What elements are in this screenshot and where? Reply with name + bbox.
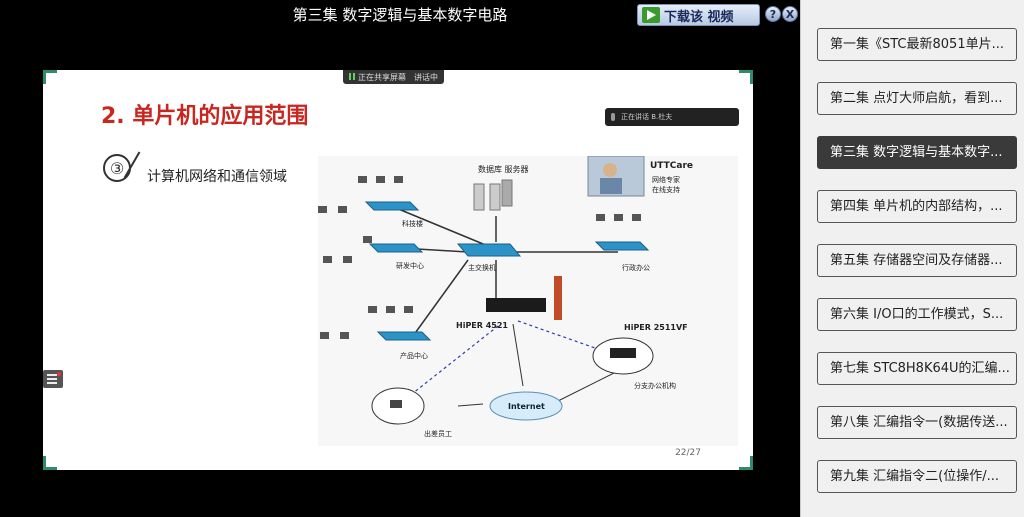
tech-building-label: 科技楼 [402,219,423,228]
help-button[interactable]: ? [765,6,781,22]
pc-group-rd [323,236,372,263]
link [395,207,489,247]
download-video-button[interactable]: 下载该 视频 [637,4,760,26]
video-player[interactable]: 第三集 数字逻辑与基本数字电路 下载该 视频 ? X 正在共享屏幕 讲话中 正在… [0,0,800,517]
uttcare-label: UTTCare [650,161,693,171]
frame-corner [739,70,753,84]
app-server [489,183,501,211]
hiper-4521-router [486,298,546,312]
branch-label: 分支办公机构 [634,381,676,390]
hiper-2511-label: HiPER 2511VF [624,323,688,332]
db-server [473,183,485,211]
close-button[interactable]: X [782,6,798,22]
switch-product [376,331,432,341]
link [512,323,524,387]
switch-rd [368,243,424,253]
link [457,403,484,407]
pc-group-tech [318,176,403,213]
main-switch-label: 主交换机 [468,263,496,272]
episode-sidebar: 第一集《STC最新8051单片... 第二集 点灯大师启航，看到... 第三集 … [800,0,1024,517]
download-label: 下载该 视频 [664,9,734,25]
expert-label: 网络专家 [652,175,680,184]
link [412,259,469,337]
play-icon [642,7,660,23]
switch-admin [594,241,650,251]
speaker-bar: 正在讲话 B.杜夫 [605,108,739,126]
main-switch [456,243,522,257]
episode-item-5[interactable]: 第五集 存储器空间及存储器... [817,244,1017,277]
admin-office-label: 行政办公 [622,263,650,272]
notes-icon[interactable] [43,370,63,388]
share-speaker: 讲话中 [414,72,438,82]
frame-corner [43,70,57,84]
travel-label: 出差员工 [424,429,452,438]
slide-content: 正在共享屏幕 讲话中 正在讲话 B.杜夫 2. 单片机的应用范围 ③ 计算机网络… [43,70,753,470]
internet-label: Internet [508,402,545,411]
support-label: 在线支持 [652,185,680,194]
section-number: ③ [103,154,131,182]
slide-page-number: 22/27 [675,448,701,458]
rd-center-label: 研发中心 [396,261,424,270]
product-center-label: 产品中心 [400,351,428,360]
video-title: 第三集 数字逻辑与基本数字电路 [292,6,508,24]
pc-group-admin [596,214,641,221]
screen-share-bar: 正在共享屏幕 讲话中 [343,70,444,84]
switch-tech [364,201,420,211]
internet-cloud [489,391,563,421]
frame-corner [739,456,753,470]
episode-item-8[interactable]: 第八集 汇编指令一(数据传送... [817,406,1017,439]
pc-group-product [320,306,413,339]
episode-item-9[interactable]: 第九集 汇编指令二(位操作/... [817,460,1017,493]
vpn-link [402,325,499,402]
share-status: 正在共享屏幕 [358,72,406,82]
hiper-4521-label: HiPER 4521 [456,321,508,330]
episode-list: 第一集《STC最新8051单片... 第二集 点灯大师启航，看到... 第三集 … [801,0,1024,493]
link [557,370,619,402]
frame-corner [43,456,57,470]
db-server-label: 数据库 服务器 [478,164,529,174]
network-diagram: 数据库 服务器 UTTCare 网络专家 在线支持 科技楼 研发中心 主交换机 … [318,156,738,446]
slide-heading: 2. 单片机的应用范围 [101,104,309,129]
slide-subtitle: 计算机网络和通信领域 [147,169,287,185]
firewall [554,276,562,320]
episode-item-7[interactable]: 第七集 STC8H8K64U的汇编... [817,352,1017,385]
signal-icon [349,72,355,80]
episode-item-6[interactable]: 第六集 I/O口的工作模式，S... [817,298,1017,331]
mic-icon [611,113,615,121]
app-server [501,179,513,207]
episode-item-1[interactable]: 第一集《STC最新8051单片... [817,28,1017,61]
episode-item-3[interactable]: 第三集 数字逻辑与基本数字... [817,136,1017,169]
mic-status: 正在讲话 B.杜夫 [621,113,673,121]
episode-item-4[interactable]: 第四集 单片机的内部结构，... [817,190,1017,223]
episode-item-2[interactable]: 第二集 点灯大师启航，看到... [817,82,1017,115]
